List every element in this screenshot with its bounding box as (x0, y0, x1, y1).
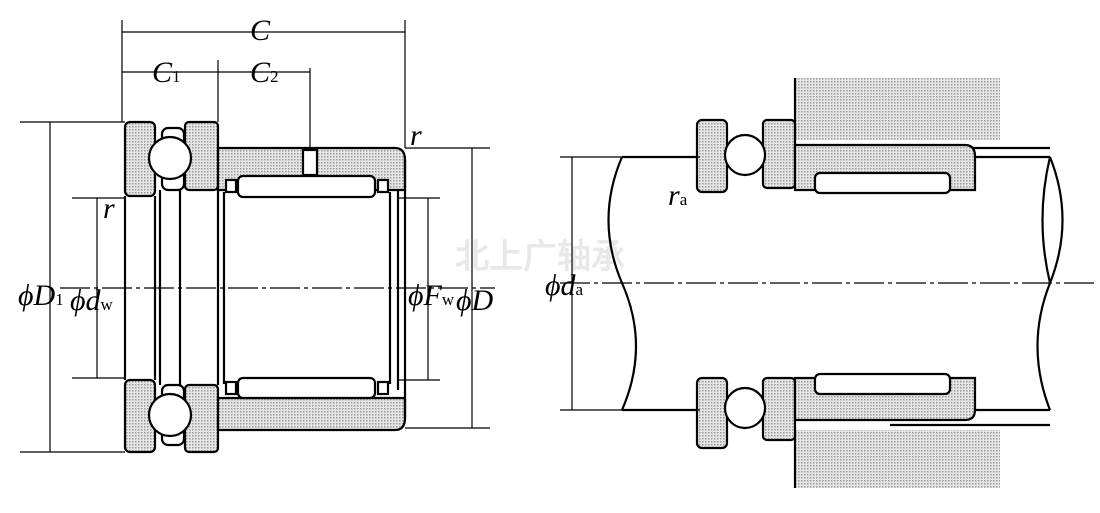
r-race-bottom (761, 376, 797, 442)
r-needle-bottom (813, 372, 952, 396)
label-D: ϕD (456, 284, 494, 317)
needle-roller-bottom (236, 376, 377, 400)
label-C: C (250, 14, 271, 47)
cage-bottom-right (376, 380, 390, 396)
cage-top-left (224, 178, 238, 194)
needle-roller-top (236, 174, 377, 199)
r-dimension-lines (560, 156, 700, 411)
ball-bottom (147, 392, 193, 438)
label-dw: ϕdw (70, 284, 114, 317)
dimension-lines (20, 20, 490, 453)
label-Fw: ϕFw (408, 279, 455, 312)
r-ball-bottom (723, 386, 767, 430)
label-r-left: r (103, 192, 115, 225)
watermark: 北上广轴承 (455, 237, 625, 277)
r-washer-bottom (695, 376, 729, 450)
label-r-top: r (410, 119, 422, 152)
label-D1: ϕD1 (18, 279, 64, 312)
oil-hole-top (301, 148, 319, 177)
ball-top (147, 135, 193, 181)
label-C1: C1 (152, 56, 181, 89)
inner-bore-lines (123, 160, 407, 418)
r-needle-top (813, 171, 952, 195)
outer-ring-bottom (216, 396, 407, 432)
housing-bottom (795, 430, 1000, 488)
label-da: ϕda (545, 269, 584, 302)
label-ra: ra (668, 179, 688, 212)
r-ball-top (723, 133, 767, 177)
housing-top (795, 78, 1000, 140)
right-mounting-section: ra ϕda (545, 78, 1095, 488)
r-race-top (761, 118, 797, 190)
cage-bottom-left (224, 380, 238, 396)
r-washer-top (695, 118, 729, 194)
cage-top-right (376, 178, 390, 194)
left-bearing-section: C C1 C2 r r ϕD1 ϕdw ϕFw ϕD (18, 14, 495, 454)
label-C2: C2 (250, 56, 279, 89)
